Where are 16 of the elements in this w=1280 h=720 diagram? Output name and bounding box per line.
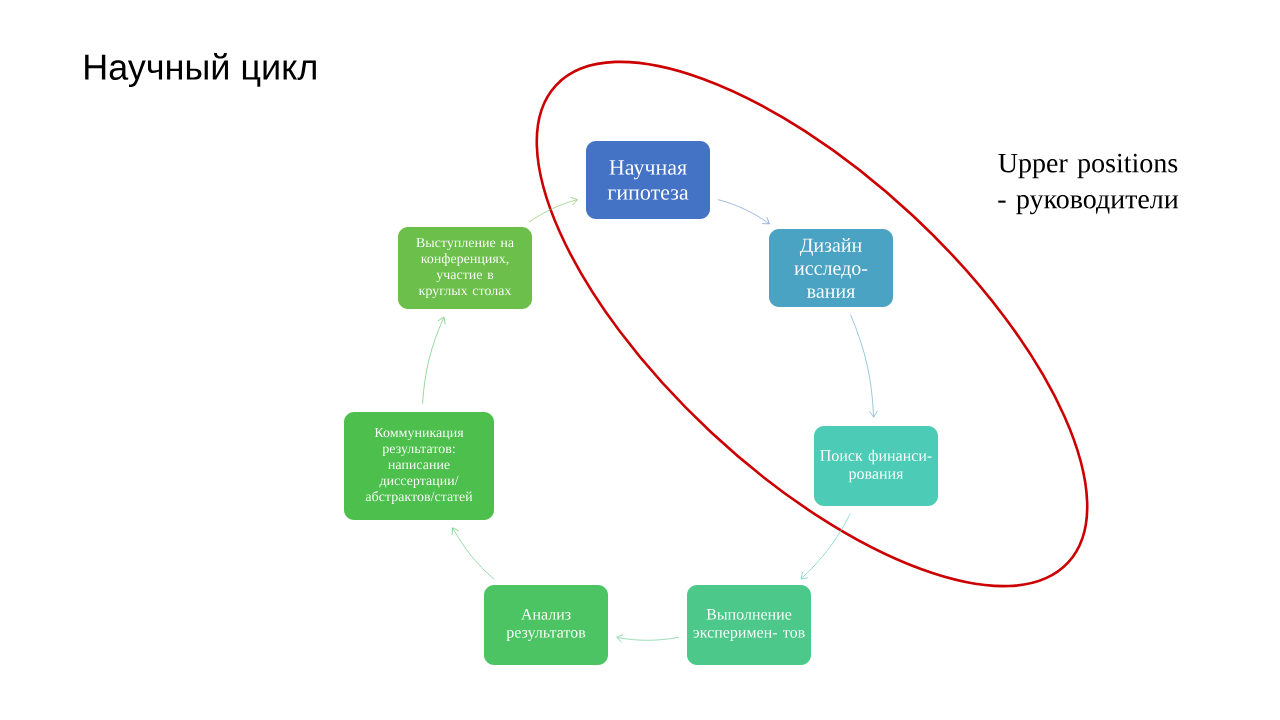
process-box: Поиск финанси- рования	[814, 426, 938, 506]
process-box: Анализ результатов	[484, 585, 608, 665]
process-box: Научная гипотеза	[586, 141, 710, 219]
note-text: Upper positions - руководители	[998, 153, 1179, 215]
arrow	[616, 634, 680, 643]
arrow	[422, 316, 446, 405]
process-box: Выполнение эксперимен- тов	[687, 585, 811, 665]
arrow	[800, 512, 851, 580]
process-box: Коммуникация результатов: написание диссертации/ абстрактов/статей	[344, 412, 494, 520]
process-box: Выступление на конференциях, участие в круглых столах	[398, 227, 532, 309]
arrow	[528, 197, 578, 223]
arrow	[850, 314, 878, 418]
process-box: Дизайн исследо- вания	[769, 229, 893, 307]
arrow	[451, 527, 495, 580]
arrow	[717, 199, 770, 225]
slide-title: Научный цикл	[85, 52, 316, 88]
